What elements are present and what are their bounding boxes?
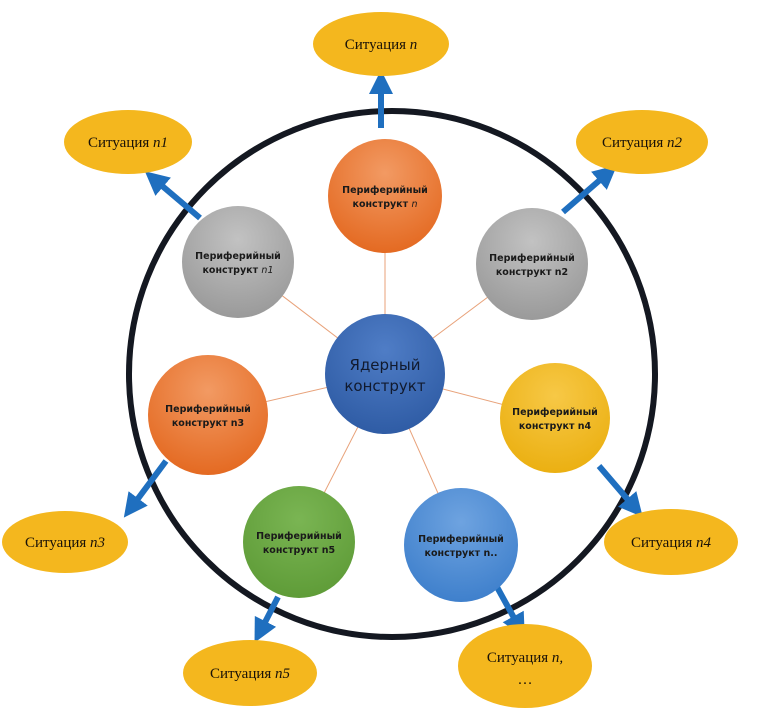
arrow-to-situation-n2 xyxy=(561,165,618,215)
situation-label: Ситуация n4 xyxy=(631,535,712,551)
peripheral-label-line2: конструкт n3 xyxy=(172,418,244,429)
situation-n3[interactable]: Ситуация n3 xyxy=(2,511,128,573)
arrow-to-situation-n.. xyxy=(494,585,525,638)
situation-ellipse xyxy=(183,640,317,706)
situation-n4[interactable]: Ситуация n4 xyxy=(604,509,738,575)
peripheral-label-line1: Периферийный xyxy=(512,407,598,418)
situation-n5[interactable]: Ситуация n5 xyxy=(183,640,317,706)
peripheral-circle xyxy=(500,363,610,473)
situations: Ситуация n Ситуация n1 Ситуация n2 Ситуация… xyxy=(2,12,738,708)
outer-ring xyxy=(126,108,658,640)
peripheral-circle xyxy=(476,208,588,320)
arrows xyxy=(123,70,643,643)
situation-ellipse xyxy=(458,624,592,708)
situation-ellipse xyxy=(604,509,738,575)
arrow-to-situation-n5 xyxy=(254,595,281,643)
peripheral-construct-n..[interactable]: Периферийный конструкт n.. xyxy=(404,488,518,602)
situation-ellipse xyxy=(313,12,449,76)
situation-label: Ситуация n xyxy=(345,37,418,53)
peripheral-label-line1: Периферийный xyxy=(256,531,342,542)
peripheral-label-line2: конструкт n2 xyxy=(496,267,568,278)
situation-ellipse xyxy=(2,511,128,573)
peripheral-label-line1: Периферийный xyxy=(489,253,575,264)
situation-n1[interactable]: Ситуация n1 xyxy=(64,110,192,174)
peripheral-label-line2: конструкт n5 xyxy=(263,545,335,556)
peripheral-construct-n4[interactable]: Периферийный конструкт n4 xyxy=(500,363,610,473)
peripheral-label-line2: конструкт n.. xyxy=(425,548,498,559)
situation-label: Ситуация n3 xyxy=(25,535,105,551)
peripheral-label-line2: конструкт n xyxy=(353,199,418,210)
situation-ellipse xyxy=(576,110,708,174)
peripheral-circle xyxy=(328,139,442,253)
peripheral-label-line1: Периферийный xyxy=(195,251,281,262)
peripheral-label-line2: конструкт n4 xyxy=(519,421,592,432)
situation-label-line2: … xyxy=(518,672,533,688)
core-construct-circle xyxy=(325,314,445,434)
peripheral-construct-n[interactable]: Периферийный конструкт n xyxy=(328,139,442,253)
arrow-to-situation-n1 xyxy=(144,171,202,221)
situation-label: Ситуация n, xyxy=(487,650,563,666)
core-construct[interactable]: Ядерный конструкт xyxy=(325,314,445,434)
situation-n[interactable]: Ситуация n xyxy=(313,12,449,76)
situation-label: Ситуация n5 xyxy=(210,666,291,682)
peripheral-constructs: Периферийный конструкт n Периферийный конст… xyxy=(148,139,610,602)
arrow-to-situation-n3 xyxy=(123,459,169,518)
situation-label: Ситуация n2 xyxy=(602,135,683,151)
situation-n2[interactable]: Ситуация n2 xyxy=(576,110,708,174)
situation-label: Ситуация n1 xyxy=(88,135,168,151)
core-label-line1: Ядерный xyxy=(350,356,421,374)
situation-ellipse xyxy=(64,110,192,174)
peripheral-label-line2: конструкт n1 xyxy=(202,265,273,276)
peripheral-label-line1: Периферийный xyxy=(165,404,251,415)
peripheral-construct-n2[interactable]: Периферийный конструкт n2 xyxy=(476,208,588,320)
peripheral-circle xyxy=(404,488,518,602)
arrow-to-situation-n4 xyxy=(596,464,643,518)
peripheral-construct-n1[interactable]: Периферийный конструкт n1 xyxy=(182,206,294,318)
peripheral-label-line1: Периферийный xyxy=(342,185,428,196)
peripheral-circle xyxy=(243,486,355,598)
peripheral-label-line1: Периферийный xyxy=(418,534,504,545)
situation-n..[interactable]: Ситуация n, … xyxy=(458,624,592,708)
peripheral-construct-n5[interactable]: Периферийный конструкт n5 xyxy=(243,486,355,598)
core-label-line2: конструкт xyxy=(344,377,425,395)
peripheral-circle xyxy=(182,206,294,318)
peripheral-circle xyxy=(148,355,268,475)
peripheral-construct-n3[interactable]: Периферийный конструкт n3 xyxy=(148,355,268,475)
